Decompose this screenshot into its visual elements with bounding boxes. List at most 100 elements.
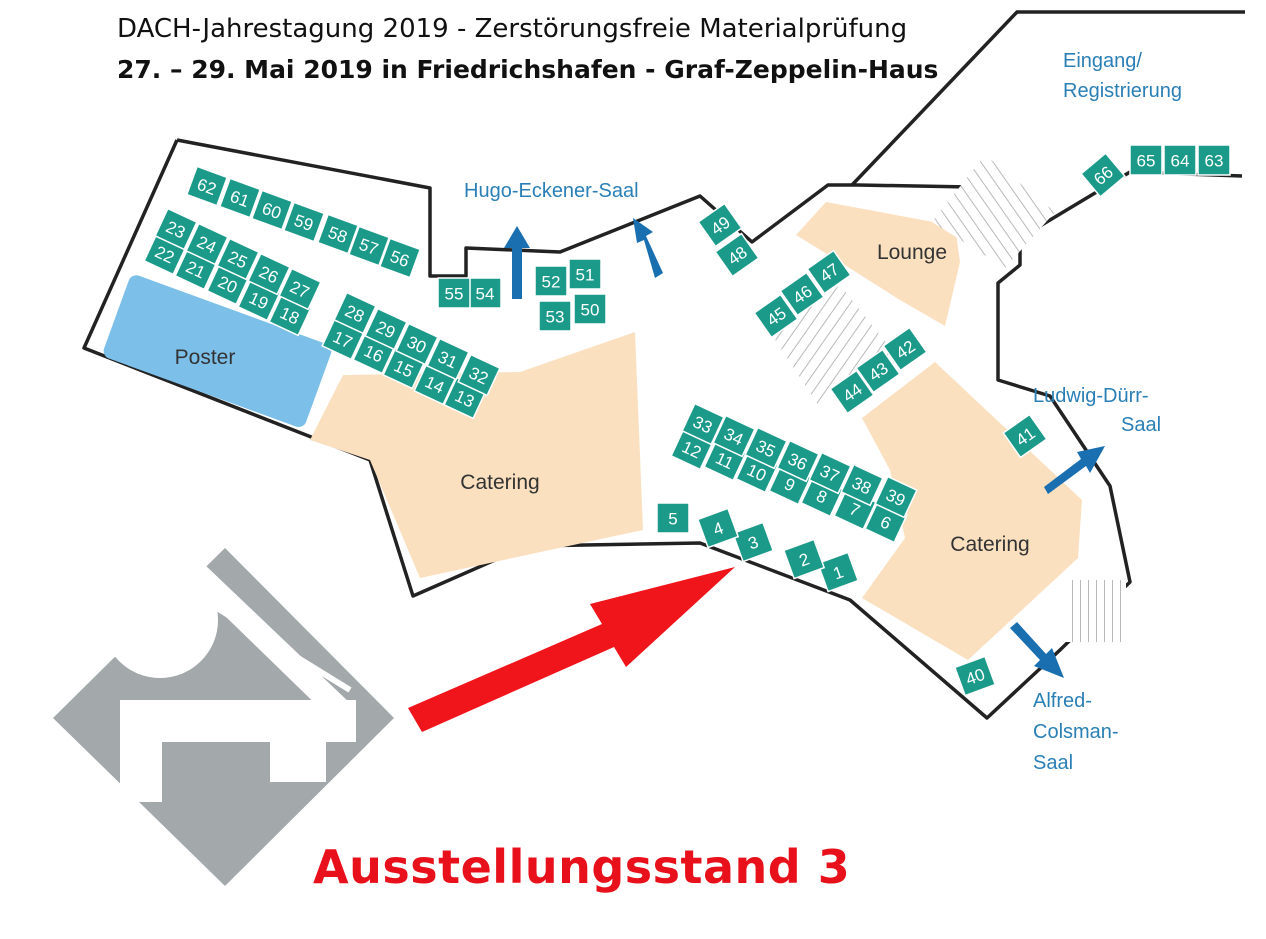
booth-box xyxy=(816,551,860,593)
booth-box xyxy=(282,201,326,243)
booth-55: 55 xyxy=(437,277,471,309)
booth-box xyxy=(696,507,740,549)
booth-number: 5 xyxy=(668,510,677,529)
booth-40: 40 xyxy=(953,655,997,697)
booth-box xyxy=(953,655,997,697)
catering-right-area xyxy=(862,362,1082,660)
booth-58: 58 xyxy=(316,213,360,255)
booth-box xyxy=(457,353,501,397)
booth-box xyxy=(154,207,198,251)
lounge-area xyxy=(796,202,960,326)
booth-box xyxy=(697,202,743,248)
zone-label-catering-left: Catering xyxy=(460,471,539,494)
booth-number: 52 xyxy=(542,273,561,292)
booth-box xyxy=(185,222,229,266)
room-label-entrance-1: Eingang/ xyxy=(1063,50,1142,72)
stairs-bottom xyxy=(1066,580,1126,642)
catering-left-area xyxy=(310,332,643,578)
booth-51: 51 xyxy=(568,258,602,290)
booth-box xyxy=(829,369,875,415)
arrow-up-icon xyxy=(504,226,530,299)
room-label-ludwig-2: Saal xyxy=(1121,414,1161,436)
booth-box xyxy=(779,271,825,317)
booth-26: 26 xyxy=(247,252,291,296)
entrance-wall xyxy=(850,10,1245,187)
booth-28: 28 xyxy=(333,291,377,335)
booth-number: 50 xyxy=(581,301,600,320)
booth-54: 54 xyxy=(468,277,502,309)
booth-66: 66 xyxy=(1080,152,1126,198)
booth-60: 60 xyxy=(250,189,294,231)
booth-4: 4 xyxy=(696,507,740,549)
booth-box xyxy=(744,426,788,470)
booth-box xyxy=(1163,144,1197,176)
booth-box xyxy=(874,475,918,519)
booth-59: 59 xyxy=(282,201,326,243)
booth-44: 44 xyxy=(829,369,875,415)
booth-32: 32 xyxy=(457,353,501,397)
booth-38: 38 xyxy=(840,463,884,507)
booth-box xyxy=(278,267,322,311)
room-label-ludwig-1: Ludwig-Dürr- xyxy=(1033,385,1149,407)
booth-box xyxy=(882,326,928,372)
building-outline-top xyxy=(176,138,1020,278)
booth-box xyxy=(714,232,760,278)
booth-36: 36 xyxy=(776,439,820,483)
room-label-alfred-2: Colsman- xyxy=(1033,721,1119,743)
booth-50: 50 xyxy=(573,293,607,325)
booth-box xyxy=(855,348,901,394)
booth-number: 64 xyxy=(1171,152,1190,171)
booth-box xyxy=(216,237,260,281)
booth-box xyxy=(185,165,229,207)
booth-box xyxy=(468,277,502,309)
booth-box xyxy=(534,265,568,297)
booth-box xyxy=(426,337,470,381)
booth-box xyxy=(333,291,377,335)
exhibition-stand-label: Ausstellungsstand 3 xyxy=(313,840,851,894)
zone-label-poster: Poster xyxy=(175,346,236,369)
booth-box xyxy=(731,521,775,563)
booth-box xyxy=(712,414,756,458)
booth-box xyxy=(250,189,294,231)
booth-1: 1 xyxy=(816,551,860,593)
booth-box xyxy=(437,277,471,309)
page-title: DACH-Jahrestagung 2019 - Zerstörungsfrei… xyxy=(117,14,908,44)
booth-number: 53 xyxy=(546,308,565,327)
booth-box xyxy=(347,225,391,267)
booth-41: 41 xyxy=(1002,413,1048,459)
booth-box xyxy=(316,213,360,255)
booth-box xyxy=(681,402,725,446)
booth-number: 63 xyxy=(1205,152,1224,171)
booth-box xyxy=(1197,144,1231,176)
booth-25: 25 xyxy=(216,237,260,281)
booth-39: 39 xyxy=(874,475,918,519)
booth-46: 46 xyxy=(779,271,825,317)
booth-57: 57 xyxy=(347,225,391,267)
booth-box xyxy=(573,293,607,325)
booth-27: 27 xyxy=(278,267,322,311)
booth-number: 54 xyxy=(476,285,495,304)
room-label-alfred-1: Alfred- xyxy=(1033,690,1092,712)
booth-box xyxy=(656,502,690,534)
arrow-diagonal-icon xyxy=(633,218,663,278)
room-label-alfred-3: Saal xyxy=(1033,752,1073,774)
page-subtitle: 27. – 29. Mai 2019 in Friedrichshafen - … xyxy=(117,55,939,84)
booth-43: 43 xyxy=(855,348,901,394)
room-label-hugo: Hugo-Eckener-Saal xyxy=(464,180,639,202)
booth-12: 12 xyxy=(670,427,714,471)
booth-63: 63 xyxy=(1197,144,1231,176)
booth-37: 37 xyxy=(808,451,852,495)
booth-31: 31 xyxy=(426,337,470,381)
booth-number: 65 xyxy=(1137,152,1156,171)
logo-icon xyxy=(50,545,395,888)
booth-box xyxy=(364,307,408,351)
booth-35: 35 xyxy=(744,426,788,470)
booth-34: 34 xyxy=(712,414,756,458)
booth-box xyxy=(568,258,602,290)
zone-label-lounge: Lounge xyxy=(877,241,947,264)
booth-box xyxy=(1080,152,1126,198)
booth-29: 29 xyxy=(364,307,408,351)
booth-number: 51 xyxy=(576,266,595,285)
booth-box xyxy=(782,538,826,580)
